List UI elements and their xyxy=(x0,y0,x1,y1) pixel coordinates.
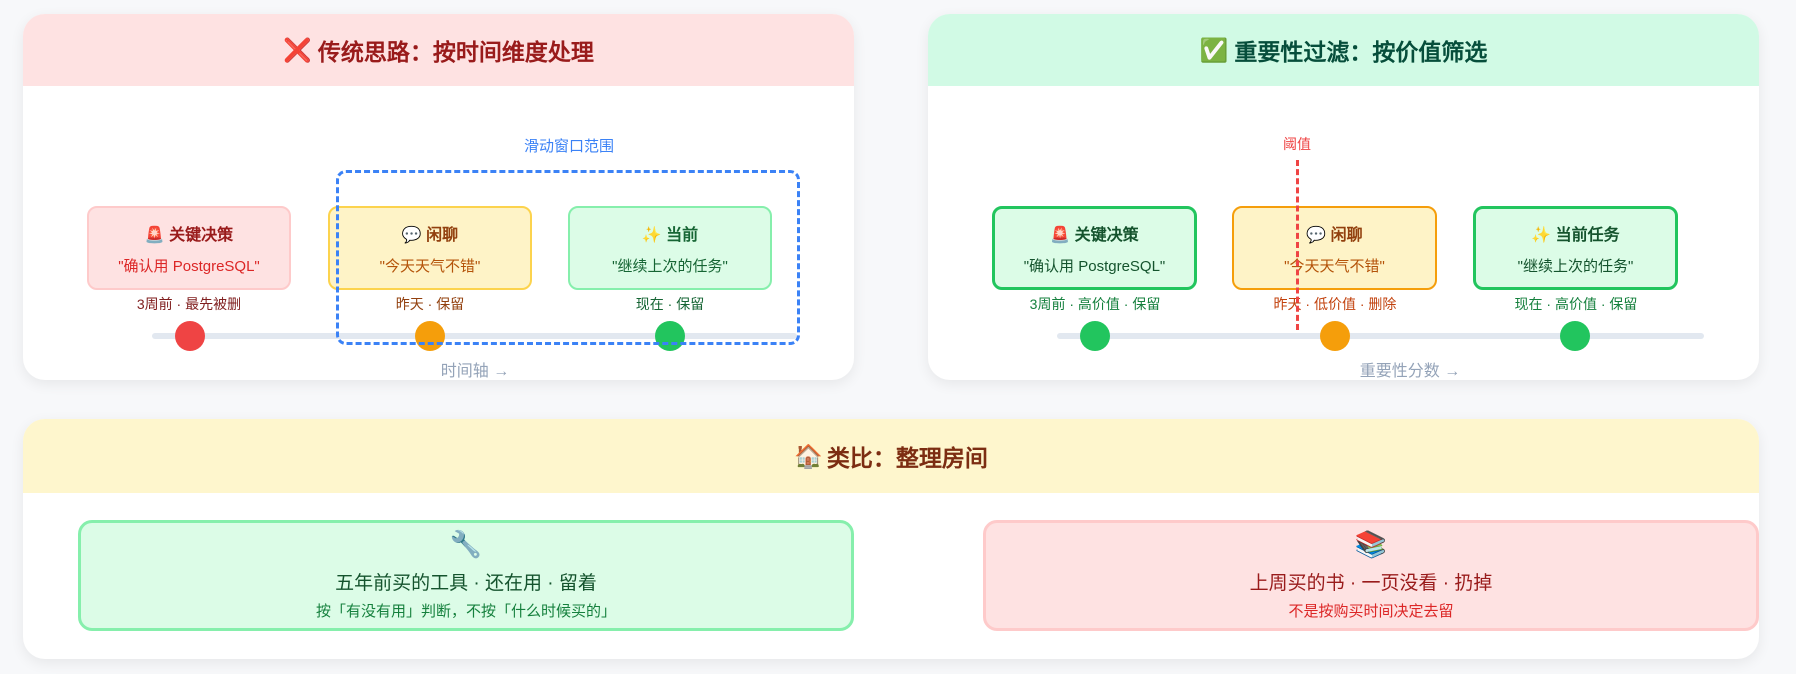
siren-icon: 🚨 xyxy=(1050,226,1071,244)
analogy-discard-book: 📚 上周买的书 · 一页没看 · 扔掉 不是按购买时间决定去留 xyxy=(983,520,1759,631)
sliding-window-label: 滑动窗口范围 xyxy=(523,138,615,155)
threshold-line xyxy=(1296,160,1299,330)
card-title: 传统思路：按时间维度处理 xyxy=(317,39,594,65)
item-status: 现在 · 保留 xyxy=(635,296,705,312)
importance-track xyxy=(1057,333,1704,339)
analogy-title: 上周买的书 · 一页没看 · 扔掉 xyxy=(1249,573,1493,594)
item-chat: 💬 闲聊 "今天天气不错" xyxy=(1232,206,1437,290)
item-title: 关键决策 xyxy=(169,226,234,244)
timeline-track xyxy=(152,333,797,339)
item-title: 闲聊 xyxy=(426,226,459,244)
speech-bubble-icon: 💬 xyxy=(1306,226,1327,244)
siren-icon: 🚨 xyxy=(144,226,165,244)
item-key-decision: 🚨 关键决策 "确认用 PostgreSQL" xyxy=(992,206,1197,290)
threshold-label: 阈值 xyxy=(1283,136,1311,152)
item-status: 昨天 · 低价值 · 删除 xyxy=(1273,296,1397,312)
item-chat: 💬 闲聊 "今天天气不错" xyxy=(328,206,532,290)
wrench-icon: 🔧 xyxy=(449,529,483,559)
item-quote: "确认用 PostgreSQL" xyxy=(1023,257,1166,275)
analogy-title: 五年前买的工具 · 还在用 · 留着 xyxy=(335,573,597,594)
card-header: ❌ 传统思路：按时间维度处理 xyxy=(23,14,854,86)
importance-filter-card: ✅ 重要性过滤：按价值筛选 阈值 🚨 关键决策 "确认用 PostgreSQL"… xyxy=(928,14,1759,380)
sparkles-icon: ✨ xyxy=(641,226,662,244)
item-current-task: ✨ 当前任务 "继续上次的任务" xyxy=(1473,206,1678,290)
timeline-dot-red xyxy=(175,321,205,351)
analogy-keep-tool: 🔧 五年前买的工具 · 还在用 · 留着 按「有没有用」判断，不按「什么时候买的… xyxy=(78,520,854,631)
analogy-subtitle: 不是按购买时间决定去留 xyxy=(1288,603,1454,620)
item-key-decision: 🚨 关键决策 "确认用 PostgreSQL" xyxy=(87,206,291,290)
item-quote: "今天天气不错" xyxy=(379,257,481,275)
card-header: ✅ 重要性过滤：按价值筛选 xyxy=(928,14,1759,86)
item-status: 3周前 · 最先被删 xyxy=(136,296,242,312)
analogy-card: 🏠 类比：整理房间 🔧 五年前买的工具 · 还在用 · 留着 按「有没有用」判断… xyxy=(23,419,1759,659)
score-dot-orange xyxy=(1320,321,1350,351)
item-quote: "继续上次的任务" xyxy=(1517,257,1634,275)
item-quote: "继续上次的任务" xyxy=(612,257,728,275)
traditional-approach-card: ❌ 传统思路：按时间维度处理 滑动窗口范围 🚨 关键决策 "确认用 Postgr… xyxy=(23,14,854,380)
item-status: 现在 · 高价值 · 保留 xyxy=(1514,296,1638,312)
analogy-subtitle: 按「有没有用」判断，不按「什么时候买的」 xyxy=(315,603,616,620)
books-icon: 📚 xyxy=(1354,529,1388,559)
sparkles-icon: ✨ xyxy=(1531,226,1552,244)
card-header: 🏠 类比：整理房间 xyxy=(23,419,1759,493)
house-icon: 🏠 xyxy=(794,442,823,469)
item-quote: "今天天气不错" xyxy=(1284,257,1385,275)
time-axis-label: 时间轴 → xyxy=(440,363,510,380)
timeline-dot-orange xyxy=(415,321,445,351)
item-status: 昨天 · 保留 xyxy=(395,296,465,312)
speech-bubble-icon: 💬 xyxy=(401,226,422,244)
cross-icon: ❌ xyxy=(283,36,312,63)
score-dot-green xyxy=(1080,321,1110,351)
item-status: 3周前 · 高价值 · 保留 xyxy=(1029,296,1161,312)
item-current: ✨ 当前 "继续上次的任务" xyxy=(568,206,772,290)
card-title: 类比：整理房间 xyxy=(826,445,988,471)
timeline-dot-green xyxy=(655,321,685,351)
item-title: 当前 xyxy=(666,226,699,244)
card-title: 重要性过滤：按价值筛选 xyxy=(1234,39,1488,65)
check-icon: ✅ xyxy=(1199,36,1229,63)
item-title: 关键决策 xyxy=(1074,226,1139,244)
importance-axis-label: 重要性分数 → xyxy=(1359,363,1461,380)
score-dot-green xyxy=(1560,321,1590,351)
sliding-window-frame xyxy=(336,170,800,345)
item-quote: "确认用 PostgreSQL" xyxy=(118,257,260,275)
item-title: 闲聊 xyxy=(1330,226,1363,244)
item-title: 当前任务 xyxy=(1555,226,1620,244)
